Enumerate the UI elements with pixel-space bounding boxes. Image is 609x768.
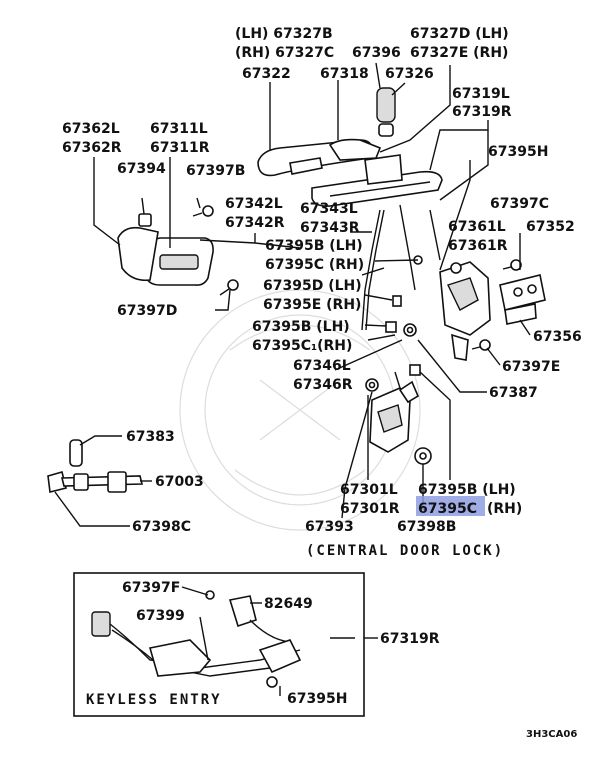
label-67398c[interactable]: 67398C xyxy=(132,519,191,535)
label-67395c-rh-1[interactable]: 67395C (RH) xyxy=(265,257,364,273)
label-67319r-bottom[interactable]: 67319R xyxy=(380,631,440,647)
label-67395h-bottom[interactable]: 67395H xyxy=(287,691,347,707)
diagram-code: 3H3CA06 xyxy=(526,729,577,740)
label-67395c-highlighted[interactable]: 67395C xyxy=(418,501,477,517)
clip-67394-part[interactable] xyxy=(138,213,152,227)
clip-67395b-part[interactable] xyxy=(385,321,397,333)
label-67396[interactable]: 67396 xyxy=(352,45,401,61)
label-67362r[interactable]: 67362R xyxy=(62,140,122,156)
striker-part[interactable] xyxy=(499,274,546,311)
label-67346r[interactable]: 67346R xyxy=(293,377,353,393)
label-67395c-rh-suffix: (RH) xyxy=(487,501,522,517)
caption-central-door-lock: (CENTRAL DOOR LOCK) xyxy=(306,543,504,559)
handle-frame-part[interactable] xyxy=(328,138,382,161)
bolt-67398b-part[interactable] xyxy=(414,447,432,465)
label-67327e[interactable]: 67327E (RH) xyxy=(410,45,508,61)
label-67326[interactable]: 67326 xyxy=(385,66,434,82)
inside-handle-bezel-part[interactable] xyxy=(117,226,159,282)
highlighted-part-box xyxy=(416,496,485,516)
lock-cylinder-part[interactable] xyxy=(376,87,396,137)
clip-67395d-part[interactable] xyxy=(392,295,402,307)
label-82649[interactable]: 82649 xyxy=(264,596,313,612)
label-67301l[interactable]: 67301L xyxy=(340,482,398,498)
label-67318[interactable]: 67318 xyxy=(320,66,369,82)
label-67397f[interactable]: 67397F xyxy=(122,580,180,596)
label-67343r[interactable]: 67343R xyxy=(300,220,360,236)
door-checker-part[interactable] xyxy=(47,471,144,493)
label-67327d[interactable]: 67327D (LH) xyxy=(410,26,509,42)
label-67395c1[interactable]: 67395C₁(RH) xyxy=(252,338,352,354)
label-67393[interactable]: 67393 xyxy=(305,519,354,535)
label-67003[interactable]: 67003 xyxy=(155,474,204,490)
label-67361l[interactable]: 67361L xyxy=(448,219,506,235)
label-67319l[interactable]: 67319L xyxy=(452,86,510,102)
label-67322[interactable]: 67322 xyxy=(242,66,291,82)
label-67342r[interactable]: 67342R xyxy=(225,215,285,231)
label-67327c[interactable]: (RH) 67327C xyxy=(235,45,334,61)
label-67383[interactable]: 67383 xyxy=(126,429,175,445)
label-67397e[interactable]: 67397E xyxy=(502,359,560,375)
screw-67397c-part[interactable] xyxy=(502,259,522,271)
label-67387[interactable]: 67387 xyxy=(489,385,538,401)
screw-67397e-part[interactable] xyxy=(471,339,491,351)
label-67327b[interactable]: (LH) 67327B xyxy=(235,26,333,42)
label-67346l[interactable]: 67346L xyxy=(293,358,351,374)
part-labels: (LH) 67327B (RH) 67327C 67327D (LH) 6732… xyxy=(62,26,582,740)
rod-67343-part[interactable] xyxy=(361,209,381,331)
grommet-part[interactable] xyxy=(365,378,379,392)
label-67399[interactable]: 67399 xyxy=(136,608,185,624)
label-67362l[interactable]: 67362L xyxy=(62,121,120,137)
label-67311l[interactable]: 67311L xyxy=(150,121,208,137)
shim-part[interactable] xyxy=(504,303,537,325)
screw-67397b-part[interactable] xyxy=(192,205,214,217)
label-67395b-lh-1[interactable]: 67395B (LH) xyxy=(265,238,363,254)
label-67398b[interactable]: 67398B xyxy=(397,519,456,535)
label-67397c[interactable]: 67397C xyxy=(490,196,549,212)
label-67397d[interactable]: 67397D xyxy=(117,303,177,319)
rod-end-67346-part[interactable] xyxy=(403,323,417,337)
label-67352[interactable]: 67352 xyxy=(526,219,575,235)
label-67395d[interactable]: 67395D (LH) xyxy=(263,278,362,294)
inside-handle-part[interactable] xyxy=(144,237,214,286)
label-67319r[interactable]: 67319R xyxy=(452,104,512,120)
caption-keyless-entry: KEYLESS ENTRY xyxy=(86,692,222,708)
label-67394[interactable]: 67394 xyxy=(117,161,166,177)
handle-base-part[interactable] xyxy=(311,154,443,207)
leader-lines xyxy=(54,62,531,696)
label-67395e[interactable]: 67395E (RH) xyxy=(263,297,361,313)
cap-67383-part[interactable] xyxy=(69,439,83,467)
label-67301r[interactable]: 67301R xyxy=(340,501,400,517)
label-67397b[interactable]: 67397B xyxy=(186,163,245,179)
label-67395h-top[interactable]: 67395H xyxy=(488,144,548,160)
label-67342l[interactable]: 67342L xyxy=(225,196,283,212)
label-67361r[interactable]: 67361R xyxy=(448,238,508,254)
keyless-entry-frame xyxy=(73,572,365,717)
label-67343l[interactable]: 67343L xyxy=(300,201,358,217)
label-67395b-lh-3[interactable]: 67395B (LH) xyxy=(418,482,516,498)
keyless-harness-part[interactable] xyxy=(91,590,302,688)
label-67356[interactable]: 67356 xyxy=(533,329,582,345)
door-lock-actuator-part[interactable] xyxy=(369,371,420,453)
door-latch-part[interactable] xyxy=(439,261,491,361)
label-67395b-lh-2[interactable]: 67395B (LH) xyxy=(252,319,350,335)
label-67311r[interactable]: 67311R xyxy=(150,140,210,156)
screw-67397d-part[interactable] xyxy=(219,279,239,296)
clip-67395b-lower-part[interactable] xyxy=(409,364,421,376)
